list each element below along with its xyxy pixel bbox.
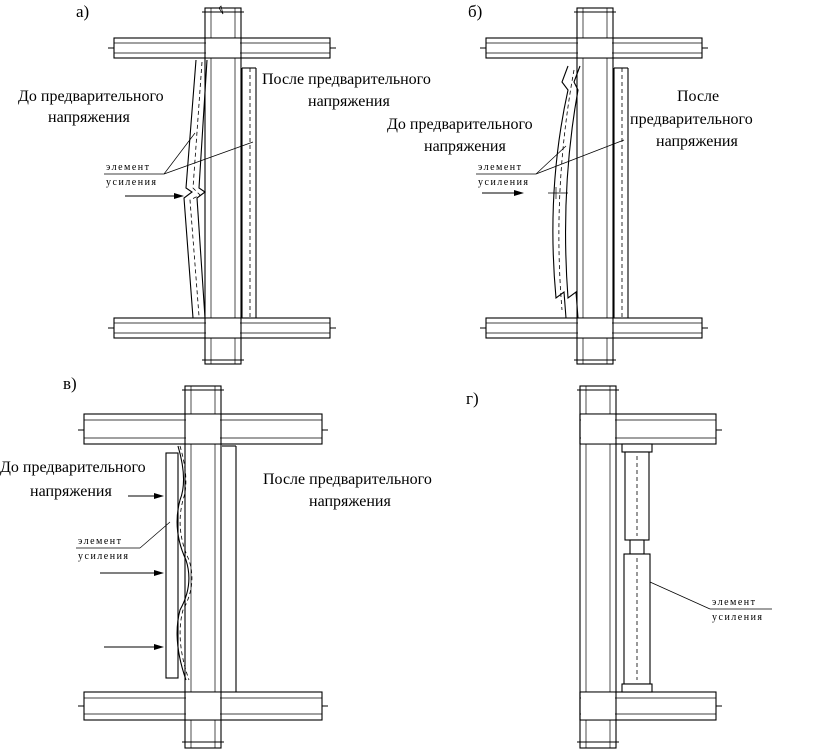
panel-a-after-label-1: После предварительного: [262, 71, 431, 88]
panel-v-before-label-2: напряжения: [30, 483, 112, 500]
panel-a-element-label-1: элемент: [106, 162, 151, 173]
panel-a-before-label-1: До предварительного: [18, 88, 164, 105]
panel-v-after-label-1: После предварительного: [263, 471, 432, 488]
panel-v-after-label-2: напряжения: [309, 493, 391, 510]
panel-v: в) До предварительного напряжения После …: [0, 374, 432, 749]
panel-v-element-label-1: элемент: [78, 536, 123, 547]
panel-b-column: [576, 7, 614, 365]
panel-v-before-label-1: До предварительного: [0, 459, 146, 476]
panel-b-element-label-1: элемент: [478, 162, 523, 173]
panel-b-after-label-1: После: [677, 88, 719, 105]
panel-a-before-label-2: напряжения: [48, 109, 130, 126]
panel-v-arrow-3: [154, 644, 164, 650]
panel-b-after-label-3: напряжения: [656, 133, 738, 150]
panel-a: а) До предварительного напряжения После …: [18, 2, 431, 365]
panel-v-arrow-1: [154, 493, 164, 499]
panel-b-arrow: [514, 190, 524, 196]
panel-v-arrow-2: [154, 570, 164, 576]
panel-g-bottom-bearing: [621, 683, 653, 693]
panel-g-letter: г): [466, 389, 479, 408]
panel-v-reinforcement-plate: [165, 452, 179, 679]
panel-b-before-label-2: напряжения: [424, 138, 506, 155]
panel-a-element-label-2: усиления: [106, 177, 158, 188]
panel-b-before-label-1: До предварительного: [387, 116, 533, 133]
panel-g: г) элемент усиления: [466, 385, 772, 749]
panel-b: б) После предварительного напряжения До …: [387, 2, 753, 365]
panel-a-after-label-2: напряжения: [308, 93, 390, 110]
panel-a-arrow: [174, 193, 184, 199]
panel-b-element-label-2: усиления: [478, 177, 530, 188]
panel-b-letter: б): [468, 2, 482, 21]
panel-v-element-label-2: усиления: [78, 551, 130, 562]
panel-g-element-label-2: усиления: [712, 612, 764, 623]
panel-v-letter: в): [63, 374, 77, 393]
panel-a-column: [204, 7, 242, 365]
panel-g-element-label-1: элемент: [712, 597, 757, 608]
panel-g-top-bearing: [621, 443, 653, 453]
panel-b-after-label-2: предварительного: [630, 111, 753, 128]
panel-a-letter: а): [76, 2, 89, 21]
